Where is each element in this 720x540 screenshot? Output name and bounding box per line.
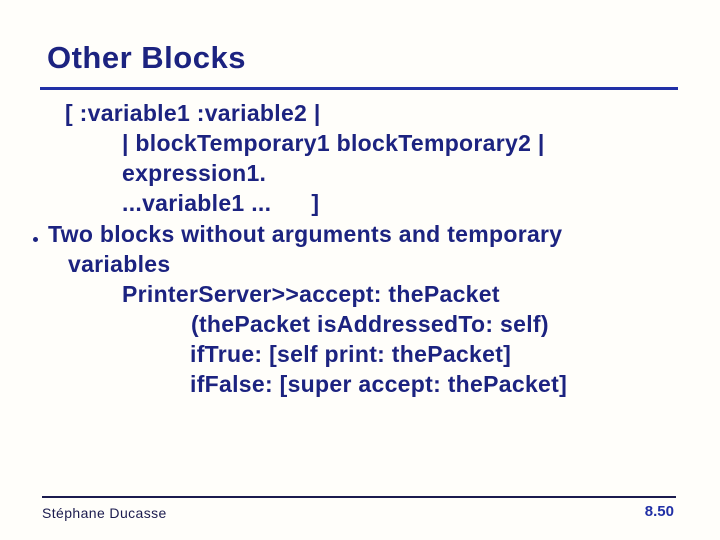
title-underline [40,87,678,90]
code-line: ifFalse: [super accept: thePacket] [190,371,568,397]
code-line: ...variable1 ... ] [122,190,320,216]
code-line: [ :variable1 :variable2 | [65,100,321,126]
code-line: (thePacket isAddressedTo: self) [191,311,549,337]
page-title: Other Blocks [47,40,246,75]
bullet-text-line-1: Two blocks without arguments and tempora… [48,221,563,247]
bullet-icon [33,237,38,242]
bullet-text-line-2: variables [68,251,171,277]
footer-divider [42,496,676,498]
code-line: | blockTemporary1 blockTemporary2 | [122,130,545,156]
footer-author: Stéphane Ducasse [42,505,167,521]
code-line: expression1. [122,160,267,186]
code-line: PrinterServer>>accept: thePacket [122,281,500,307]
footer-page-number: 8.50 [644,503,674,520]
code-line: ifTrue: [self print: thePacket] [190,341,512,367]
